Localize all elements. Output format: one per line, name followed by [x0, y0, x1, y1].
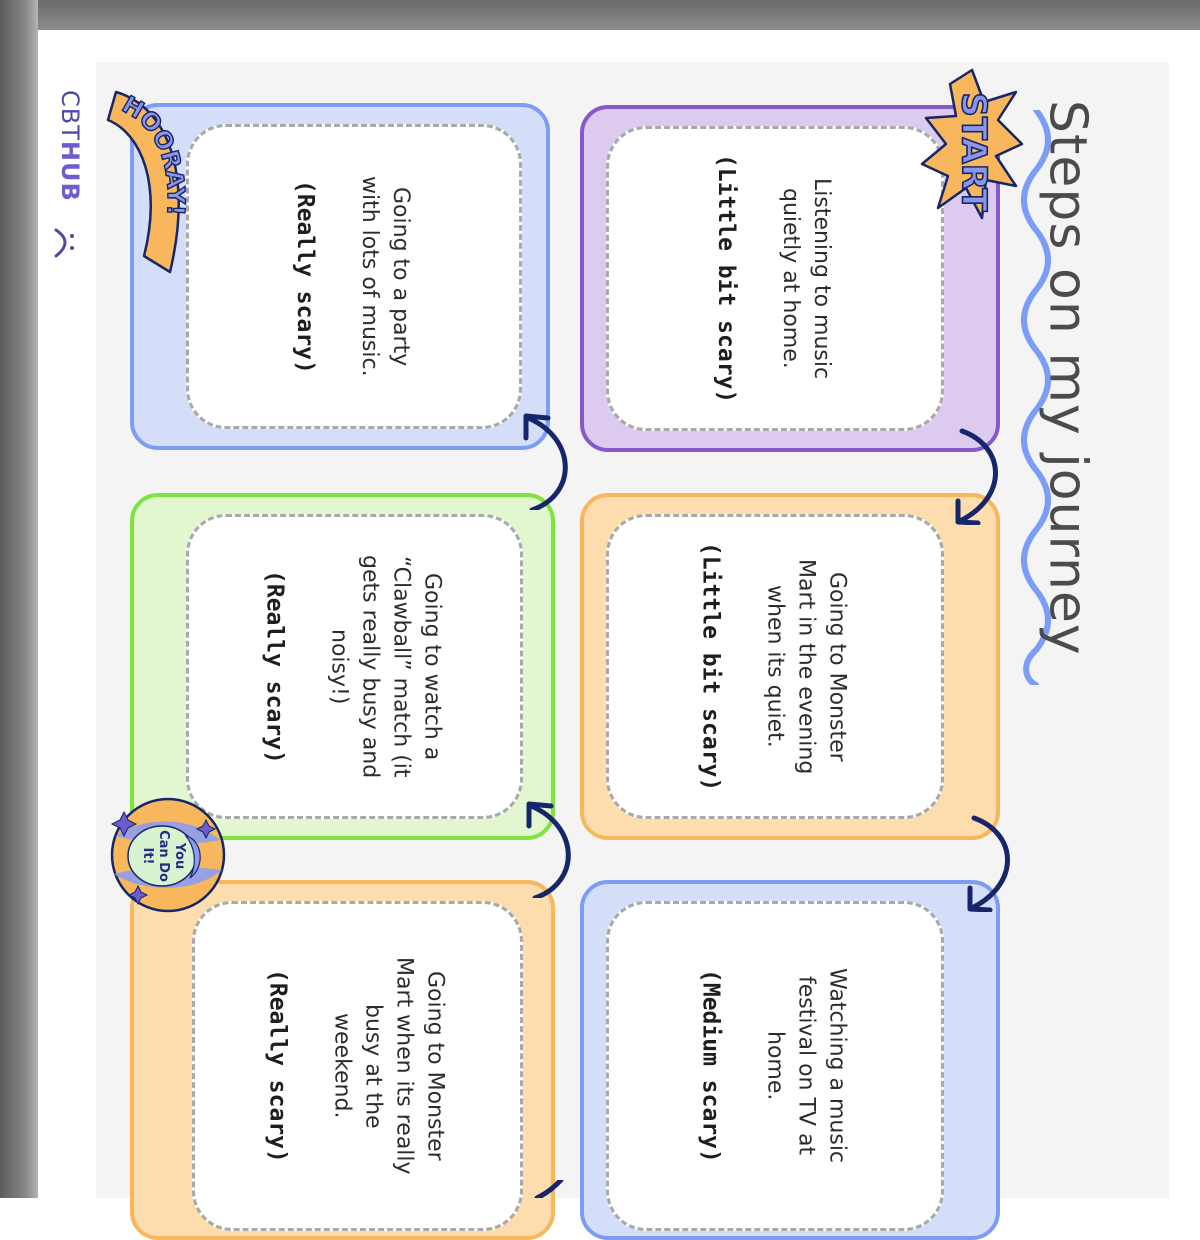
brand-logo: CBTHUB [50, 90, 90, 270]
step-2-text: Going to Monster Mart in the evening whe… [762, 558, 850, 775]
page-title-text: Steps on my journey [1037, 100, 1098, 656]
you-can-do-it-line-3: It! [140, 848, 155, 865]
step-5-text: Going to watch a “Clawball” match (it ge… [326, 554, 445, 779]
you-can-do-it-sticker: You Can Do It! [110, 797, 226, 913]
step-3-text: Watching a music festival on TV at home. [762, 968, 850, 1164]
step-card-3-inner: Watching a music festival on TV at home.… [606, 901, 944, 1231]
step-4-level: (Really scary) [264, 969, 291, 1163]
start-label: START [954, 92, 994, 212]
page-shadow-top [0, 0, 1200, 30]
start-starburst-sticker: START [920, 68, 1024, 220]
step-6-level: (Really scary) [292, 179, 318, 374]
step-card-4: Going to Monster Mart when its really bu… [130, 880, 555, 1240]
you-can-do-it-line-1: You [172, 842, 187, 869]
step-card-1-inner: Listening to music quietly at home. (Lit… [606, 126, 944, 431]
brand-prefix: CBT [56, 90, 84, 141]
step-2-level: (Little bit scary) [697, 541, 724, 792]
brand-suffix: HUB [56, 140, 84, 202]
step-card-2: Going to Monster Mart in the evening whe… [580, 493, 1000, 840]
step-5-level: (Really scary) [261, 569, 288, 764]
step-1-text: Listening to music quietly at home. [778, 177, 834, 380]
step-card-2-inner: Going to Monster Mart in the evening whe… [606, 514, 944, 819]
step-card-5-inner: Going to watch a “Clawball” match (it ge… [186, 514, 523, 819]
arrow-step-3-continues [534, 1180, 564, 1198]
step-4-text: Going to Monster Mart when its really bu… [329, 957, 448, 1175]
step-card-5: Going to watch a “Clawball” match (it ge… [130, 493, 555, 840]
step-card-3: Watching a music festival on TV at home.… [580, 880, 1000, 1240]
page-shadow-left [0, 0, 38, 1198]
step-1-level: (Little bit scary) [713, 153, 739, 404]
step-card-4-inner: Going to Monster Mart when its really bu… [192, 901, 523, 1231]
title-underline-wave [1021, 110, 1051, 685]
arrow-step-4-to-5 [526, 801, 571, 898]
page-title: Steps on my journey [1020, 100, 1115, 680]
arrow-step-5-to-6 [523, 413, 568, 510]
step-3-level: (Medium scary) [697, 969, 724, 1163]
step-card-6: Going to a party with lots of music. (Re… [130, 103, 550, 450]
smile-icon [54, 228, 74, 258]
arrow-step-1-to-2 [955, 428, 998, 525]
step-card-6-inner: Going to a party with lots of music. (Re… [186, 124, 522, 429]
arrow-step-2-to-3 [967, 815, 1010, 912]
hooray-banner-sticker: HOORAY! [106, 90, 191, 274]
step-6-text: Going to a party with lots of music. [357, 176, 413, 377]
you-can-do-it-line-2: Can Do [156, 830, 171, 882]
